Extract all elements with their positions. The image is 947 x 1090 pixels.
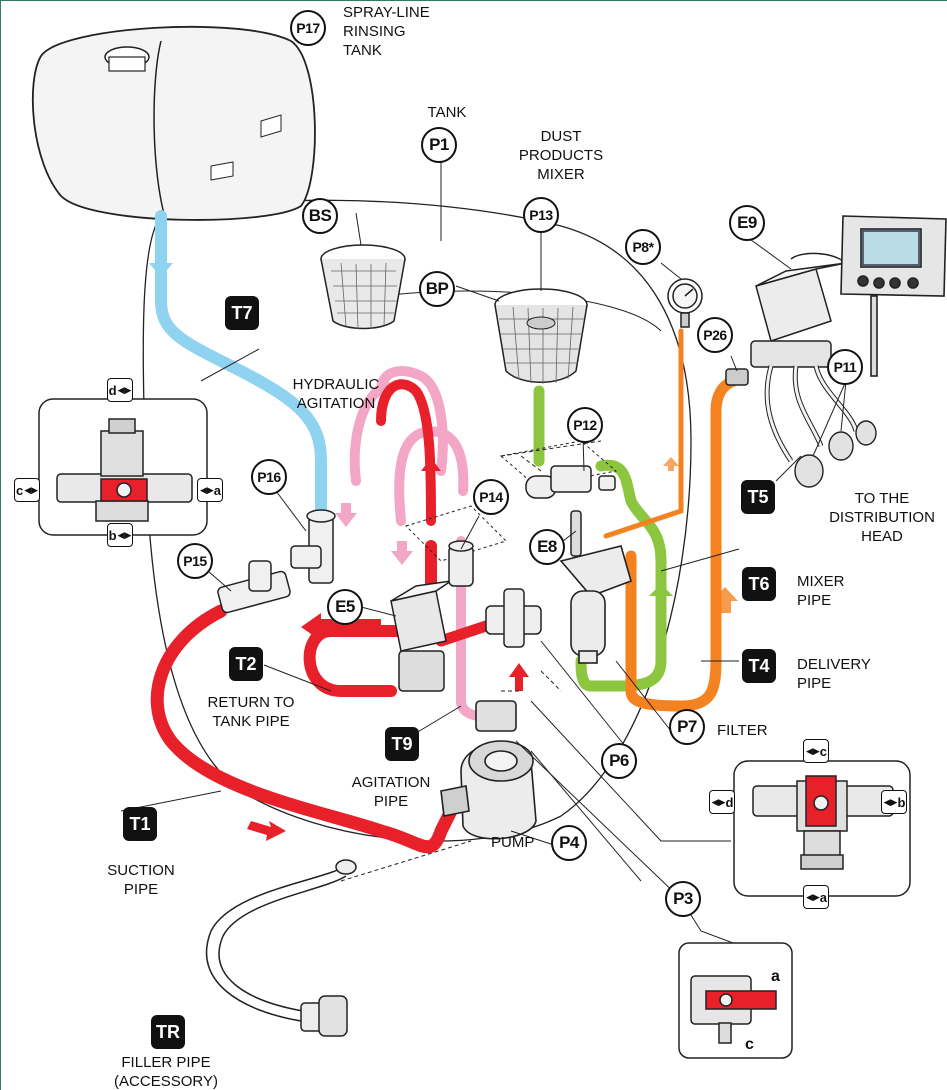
pump-drawing bbox=[441, 701, 536, 839]
delivery-small-arrow bbox=[663, 457, 679, 471]
tag-bs: BS bbox=[302, 198, 338, 234]
tag-bp: BP bbox=[419, 271, 455, 307]
left-valve-port-d: d◀▶ bbox=[107, 378, 133, 402]
hydraulic-agitation-label: HYDRAULIC AGITATION bbox=[271, 375, 401, 413]
tag-tr: TR bbox=[151, 1015, 185, 1049]
rinse-flow-arrow bbox=[149, 254, 173, 277]
right-valve-port-d: ◀▶d bbox=[709, 790, 735, 814]
p3-valve-port-c: c bbox=[745, 1035, 754, 1054]
filter-drawing bbox=[561, 546, 631, 663]
tag-p26: P26 bbox=[697, 317, 733, 353]
distribution-disks-drawing bbox=[795, 421, 876, 487]
tag-p4: P4 bbox=[551, 825, 587, 861]
p6-valve-drawing bbox=[486, 589, 541, 647]
pump-up-arrow bbox=[509, 663, 529, 691]
delivery-pipe-label: DELIVERY PIPE bbox=[797, 655, 871, 693]
delivery-to-gauge bbox=[606, 331, 681, 536]
tag-t2: T2 bbox=[229, 647, 263, 681]
suction-pipe-label: SUCTION PIPE bbox=[91, 861, 191, 899]
tag-t4: T4 bbox=[742, 649, 776, 683]
manometer-drawing bbox=[668, 279, 702, 327]
agitation-pipe-label: AGITATION PIPE bbox=[326, 773, 456, 811]
return-to-tank-label: RETURN TO TANK PIPE bbox=[186, 693, 316, 731]
tag-p1: P1 bbox=[421, 127, 457, 163]
tag-p8: P8* bbox=[625, 229, 661, 265]
filler-pipe-label: FILLER PIPE (ACCESSORY) bbox=[96, 1053, 236, 1090]
right-valve-port-b: ◀▶b bbox=[881, 790, 907, 814]
valve-p15-drawing bbox=[217, 561, 291, 614]
tag-e8: E8 bbox=[529, 529, 565, 565]
tag-p7: P7 bbox=[669, 709, 705, 745]
tag-p13: P13 bbox=[523, 197, 559, 233]
pump-label: PUMP bbox=[491, 833, 534, 852]
left-valve-port-c: c◀▶ bbox=[14, 478, 40, 502]
p3-valve-diagram bbox=[679, 943, 792, 1058]
left-valve-port-a: ◀▶a bbox=[197, 478, 223, 502]
tank-label: TANK bbox=[417, 103, 477, 122]
tag-p12: P12 bbox=[567, 407, 603, 443]
tag-p6: P6 bbox=[601, 743, 637, 779]
filter-label: FILTER bbox=[717, 721, 768, 740]
left-valve-port-b: b◀▶ bbox=[107, 523, 133, 547]
tag-p17: P17 bbox=[290, 10, 326, 46]
valve-p16-drawing bbox=[291, 510, 335, 583]
p3-valve-port-a: a bbox=[771, 967, 780, 986]
e9-cable bbox=[791, 253, 846, 263]
tag-t7: T7 bbox=[225, 296, 259, 330]
dust-mixer-label: DUST PRODUCTS MIXER bbox=[511, 127, 611, 184]
tag-p16: P16 bbox=[251, 459, 287, 495]
rinsing-tank-drawing bbox=[33, 27, 315, 221]
control-computer-drawing bbox=[841, 216, 946, 376]
mixer-pipe-label: MIXER PIPE bbox=[797, 572, 845, 610]
right-valve-port-a: ◀▶a bbox=[803, 885, 829, 909]
spray-line-tank-label: SPRAY-LINE RINSING TANK bbox=[343, 3, 430, 60]
e5-valve-drawing bbox=[391, 581, 451, 691]
tag-e9: E9 bbox=[729, 205, 765, 241]
tag-t5: T5 bbox=[741, 480, 775, 514]
tag-p3: P3 bbox=[665, 881, 701, 917]
tag-p11: P11 bbox=[827, 349, 863, 385]
mixer-flow-arrow bbox=[649, 584, 673, 606]
tag-t6: T6 bbox=[742, 567, 776, 601]
bp-basket-drawing bbox=[495, 289, 587, 384]
suction-flow-arrow bbox=[247, 821, 286, 841]
agitation-down-arrow-1 bbox=[335, 503, 357, 527]
filler-hose-drawing bbox=[207, 860, 356, 1036]
left-valve-diagram bbox=[39, 399, 207, 535]
right-valve-port-c: ◀▶c bbox=[803, 739, 829, 763]
agitation-down-arrow-2 bbox=[391, 541, 413, 565]
delivery-pipe-orange bbox=[631, 379, 741, 706]
tag-p15: P15 bbox=[177, 543, 213, 579]
tag-t1: T1 bbox=[123, 807, 157, 841]
p14-fitting-drawing bbox=[449, 541, 473, 586]
tag-e5: E5 bbox=[327, 589, 363, 625]
tag-t9: T9 bbox=[385, 727, 419, 761]
right-valve-diagram bbox=[734, 761, 910, 896]
tag-p14: P14 bbox=[473, 479, 509, 515]
bs-basket-drawing bbox=[321, 245, 405, 329]
to-distribution-head-label: TO THE DISTRIBUTION HEAD bbox=[816, 489, 947, 546]
